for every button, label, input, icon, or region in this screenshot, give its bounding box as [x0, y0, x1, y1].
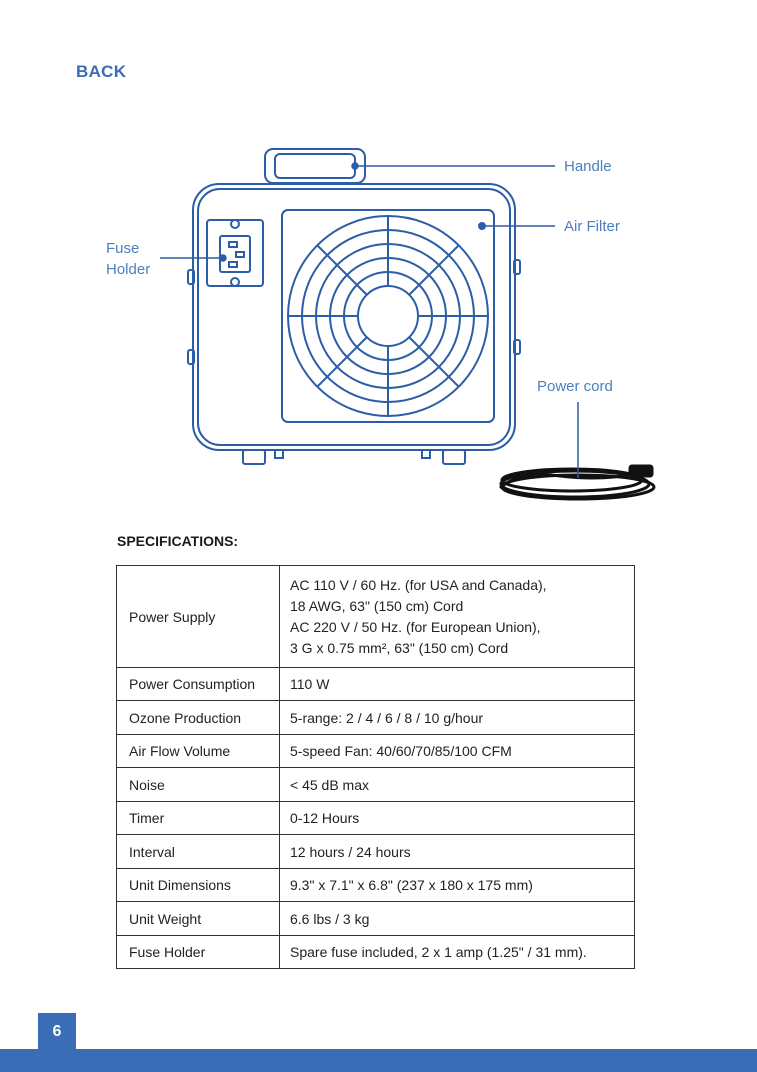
- spec-label: Power Consumption: [116, 667, 280, 701]
- power-supply-line: AC 220 V / 50 Hz. (for European Union),: [290, 618, 541, 635]
- power-cord-illustration: [498, 464, 656, 501]
- spec-label: Ozone Production: [116, 700, 280, 735]
- spec-value: 5-range: 2 / 4 / 6 / 8 / 10 g/hour: [279, 700, 635, 735]
- spec-label: Noise: [116, 767, 280, 802]
- table-row: Air Flow Volume 5-speed Fan: 40/60/70/85…: [116, 734, 635, 768]
- fuse-holder-socket: [206, 219, 264, 287]
- spec-label: Interval: [116, 834, 280, 869]
- table-row: Power Supply AC 110 V / 60 Hz. (for USA …: [116, 565, 635, 668]
- handle-label: Handle: [564, 158, 612, 175]
- fuse-holder-label: Fuse Holder: [106, 238, 150, 280]
- spec-value: AC 110 V / 60 Hz. (for USA and Canada), …: [279, 565, 635, 668]
- spec-label: Air Flow Volume: [116, 734, 280, 768]
- spec-value: 0-12 Hours: [279, 801, 635, 835]
- power-cord-label: Power cord: [537, 378, 613, 395]
- footer-bar: [0, 1049, 757, 1072]
- power-supply-line: AC 110 V / 60 Hz. (for USA and Canada),: [290, 576, 547, 593]
- spec-label: Unit Dimensions: [116, 868, 280, 902]
- spec-value: 110 W: [279, 667, 635, 701]
- air-filter-label: Air Filter: [564, 218, 620, 235]
- section-title: BACK: [76, 62, 127, 81]
- callout-lines: [160, 162, 579, 478]
- spec-value: 12 hours / 24 hours: [279, 834, 635, 869]
- air-filter-grille: [281, 209, 495, 423]
- table-row: Noise < 45 dB max: [116, 767, 635, 802]
- specifications-table: Power Supply AC 110 V / 60 Hz. (for USA …: [116, 565, 635, 969]
- power-supply-line: 18 AWG, 63" (150 cm) Cord: [290, 597, 464, 614]
- spec-value: 6.6 lbs / 3 kg: [279, 901, 635, 936]
- handle-illustration: [264, 148, 366, 188]
- page-number: 6: [38, 1013, 76, 1059]
- spec-value: 5-speed Fan: 40/60/70/85/100 CFM: [279, 734, 635, 768]
- table-row: Ozone Production 5-range: 2 / 4 / 6 / 8 …: [116, 700, 635, 735]
- table-row: Timer 0-12 Hours: [116, 801, 635, 835]
- spec-value: 9.3" x 7.1" x 6.8" (237 x 180 x 175 mm): [279, 868, 635, 902]
- product-back-diagram: [160, 148, 656, 501]
- spec-label: Power Supply: [116, 565, 280, 668]
- table-row: Power Consumption 110 W: [116, 667, 635, 701]
- specifications-heading: SPECIFICATIONS:: [117, 533, 239, 549]
- table-row: Unit Weight 6.6 lbs / 3 kg: [116, 901, 635, 936]
- table-row: Unit Dimensions 9.3" x 7.1" x 6.8" (237 …: [116, 868, 635, 902]
- spec-value: < 45 dB max: [279, 767, 635, 802]
- table-row: Fuse Holder Spare fuse included, 2 x 1 a…: [116, 935, 635, 969]
- fuse-holder-label-line2: Holder: [106, 261, 151, 278]
- spec-label: Timer: [116, 801, 280, 835]
- spec-label: Fuse Holder: [116, 935, 280, 969]
- fuse-holder-label-line1: Fuse: [106, 240, 140, 257]
- power-supply-line: 3 G x 0.75 mm², 63" (150 cm) Cord: [290, 639, 509, 656]
- table-row: Interval 12 hours / 24 hours: [116, 834, 635, 869]
- spec-label: Unit Weight: [116, 901, 280, 936]
- spec-value: Spare fuse included, 2 x 1 amp (1.25" / …: [279, 935, 635, 969]
